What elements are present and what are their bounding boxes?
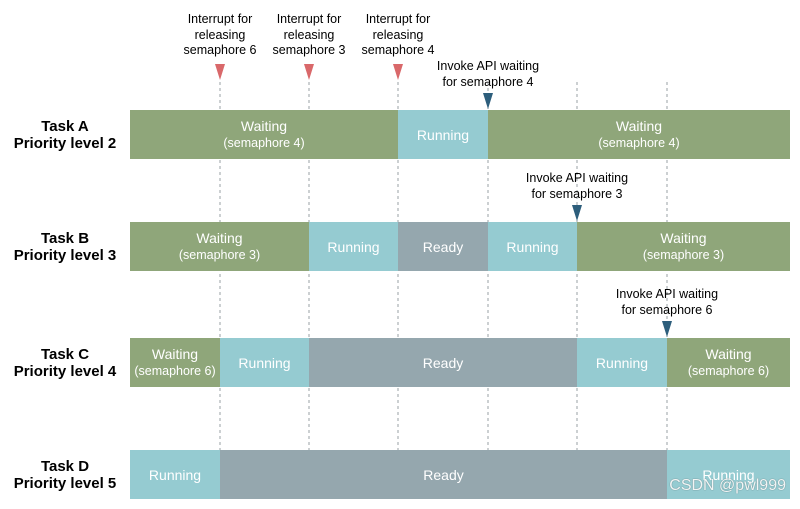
segment-running: Running xyxy=(577,338,667,387)
task-priority: Priority level 5 xyxy=(13,475,117,492)
segment-bar xyxy=(398,110,488,159)
task-name: Task B xyxy=(40,230,90,247)
segment-sublabel: (semaphore 6) xyxy=(688,364,769,378)
annotation-line: semaphore 6 xyxy=(183,43,257,57)
segment-bar xyxy=(130,110,398,159)
segment-running: Running xyxy=(667,450,790,499)
watermark: CSDN @pwl999 xyxy=(669,477,786,494)
segment-label: Waiting xyxy=(660,230,706,246)
annotation-line: for semaphore 6 xyxy=(621,302,713,317)
api-call-marker-icon xyxy=(662,321,672,337)
segment-bar xyxy=(577,222,790,271)
segment-bar xyxy=(220,450,667,499)
segment-bar xyxy=(130,338,220,387)
api-call-marker-icon xyxy=(483,93,493,109)
task-name: Task A xyxy=(41,118,89,135)
segment-sublabel: (semaphore 3) xyxy=(643,248,724,262)
segment-bar xyxy=(577,338,667,387)
annotation-line: releasing xyxy=(194,27,246,42)
segment-running: Running xyxy=(220,338,309,387)
segment-bar xyxy=(398,222,488,271)
api-call-marker-icon xyxy=(572,205,582,221)
segment-ready: Ready xyxy=(398,222,488,271)
segment-waiting: Waiting (semaphore 6) xyxy=(667,338,790,387)
annotation-line: releasing xyxy=(283,27,335,42)
segment-bar xyxy=(309,338,577,387)
segment-label: Running xyxy=(702,467,754,483)
segment-bar xyxy=(130,450,220,499)
segment-sublabel: (semaphore 4) xyxy=(223,136,304,150)
segment-sublabel: (semaphore 3) xyxy=(179,248,260,262)
segment-running: Running xyxy=(488,222,577,271)
segment-label: Ready xyxy=(423,467,463,483)
annotation-line: Invoke API waiting xyxy=(436,59,540,73)
segment-label: Waiting xyxy=(616,118,662,134)
segment-label: Running xyxy=(506,239,558,255)
segment-bar xyxy=(667,450,790,499)
task-priority: Priority level 3 xyxy=(13,247,117,264)
annotation-line: Interrupt for xyxy=(187,12,253,26)
segment-label: Running xyxy=(327,239,379,255)
segment-sublabel: (semaphore 6) xyxy=(134,364,215,378)
segment-ready: Ready xyxy=(309,338,577,387)
segment-label: Waiting xyxy=(241,118,287,134)
segment-bar xyxy=(488,110,790,159)
segment-label: Ready xyxy=(423,355,463,371)
segment-ready: Ready xyxy=(220,450,667,499)
segment-label: Running xyxy=(238,355,290,371)
segment-waiting: Waiting (semaphore 3) xyxy=(577,222,790,271)
segment-waiting: Waiting (semaphore 4) xyxy=(488,110,790,159)
annotation-line: releasing xyxy=(372,27,424,42)
interrupt-marker-icon xyxy=(393,64,403,80)
segment-waiting: Waiting (semaphore 3) xyxy=(130,222,309,271)
annotation-line: semaphore 3 xyxy=(272,43,346,57)
annotation-line: Invoke API waiting xyxy=(525,171,629,185)
segment-waiting: Waiting (semaphore 6) xyxy=(130,338,220,387)
segment-bar xyxy=(220,338,309,387)
segment-label: Running xyxy=(149,467,201,483)
segment-running: Running xyxy=(309,222,398,271)
segment-label: Running xyxy=(596,355,648,371)
segment-label: Ready xyxy=(423,239,463,255)
annotation-line: Invoke API waiting xyxy=(615,287,719,301)
segment-label: Running xyxy=(417,127,469,143)
task-priority: Priority level 4 xyxy=(13,363,117,380)
segment-label: Waiting xyxy=(196,230,242,246)
annotation-line: for semaphore 4 xyxy=(442,74,534,89)
segment-bar xyxy=(488,222,577,271)
segment-waiting: Waiting (semaphore 4) xyxy=(130,110,398,159)
segment-label: Waiting xyxy=(152,346,198,362)
task-name: Task D xyxy=(40,458,90,475)
annotation-line: Interrupt for xyxy=(276,12,342,26)
interrupt-marker-icon xyxy=(304,64,314,80)
segment-running: Running xyxy=(398,110,488,159)
interrupt-marker-icon xyxy=(215,64,225,80)
segment-bar xyxy=(667,338,790,387)
annotation-line: for semaphore 3 xyxy=(531,186,623,201)
segment-label: Waiting xyxy=(705,346,751,362)
task-name: Task C xyxy=(40,346,90,363)
task-priority: Priority level 2 xyxy=(13,135,117,152)
segment-bar xyxy=(309,222,398,271)
segment-sublabel: (semaphore 4) xyxy=(598,136,679,150)
annotation-line: Interrupt for xyxy=(365,12,431,26)
annotation-line: semaphore 4 xyxy=(361,43,435,57)
segment-bar xyxy=(130,222,309,271)
segment-running: Running xyxy=(130,450,220,499)
